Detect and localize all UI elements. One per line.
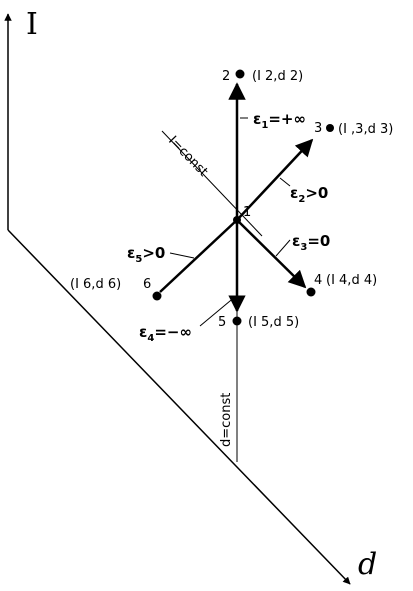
d-const-label: d=const (219, 393, 234, 447)
point-2-number: 2 (222, 69, 230, 84)
point-1-label: 1 (243, 205, 251, 220)
epsilon-3-leader (275, 239, 291, 257)
epsilon-5-leader (169, 252, 195, 259)
epsilon-5-label: ε5>0 (127, 244, 165, 265)
point-6 (152, 291, 162, 301)
d-axis-line (7, 229, 351, 585)
point-4-number: 4 (314, 273, 322, 288)
arrow-to-3 (236, 138, 314, 221)
epsilon-4-leader (199, 295, 237, 327)
point-1 (233, 216, 241, 224)
epsilon-1-label: ε1=+∞ (253, 110, 306, 131)
point-6-number: 6 (143, 277, 151, 292)
point-3-number: 3 (314, 121, 322, 136)
point-2 (235, 69, 245, 79)
point-3-coord: (I ,3,d 3) (338, 122, 393, 137)
point-3 (326, 124, 334, 132)
i-const-label: I=const (165, 133, 210, 179)
point-6-coord: (I 6,d 6) (70, 277, 121, 292)
epsilon-3-label: ε3=0 (292, 232, 330, 253)
arrow-to-6 (159, 219, 238, 293)
point-5 (232, 316, 242, 326)
i-axis-label: I (26, 7, 38, 42)
epsilon-4-label: ε4=−∞ (139, 323, 192, 344)
point-4-coord: (I 4,d 4) (326, 273, 377, 288)
point-5-number: 5 (218, 315, 226, 330)
point-4 (306, 287, 316, 297)
d-axis-label: d (358, 547, 377, 582)
epsilon-2-label: ε2>0 (290, 184, 328, 205)
point-2-coord: (I 2,d 2) (252, 69, 303, 84)
i-const-line (161, 130, 263, 237)
arrow-to-4 (236, 219, 307, 289)
point-5-coord: (I 5,d 5) (248, 315, 299, 330)
epsilon-2-leader (279, 177, 291, 187)
